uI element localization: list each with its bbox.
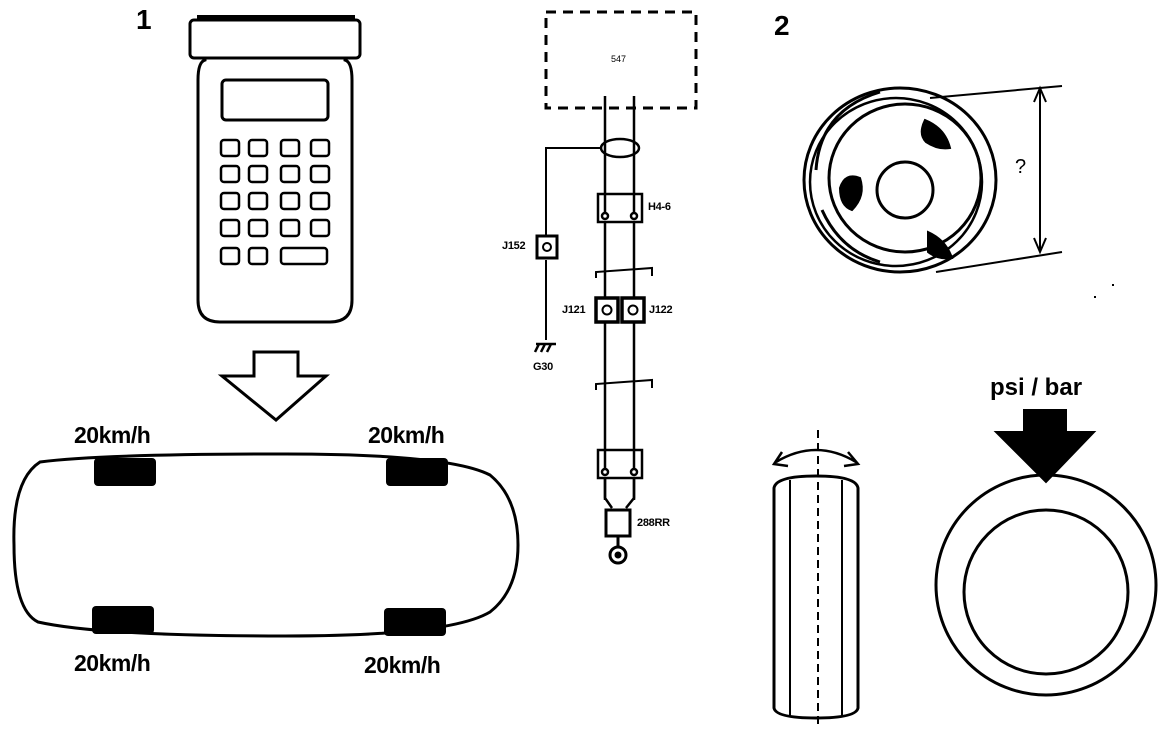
wheel-diameter-label: ? [1015,156,1027,178]
sensor-288rr-icon [604,508,632,565]
connector-j152-label: J152 [502,240,526,252]
wheel-rear-right [384,608,446,636]
down-arrow-icon [217,350,330,422]
wiring-diagram [533,10,698,565]
ecu-box [544,10,698,110]
ecu-label: 547 [611,54,627,64]
pressure-arrow-icon [993,409,1097,484]
connector-j152 [535,234,559,260]
ground-g30-icon [533,342,556,353]
wheel-rim-icon [802,85,1063,274]
connector-h46-label: H4-6 [648,201,671,213]
scan-noise [1094,284,1114,298]
wheel-front-right [386,458,448,486]
sensor-288rr-label: 288RR [637,517,670,529]
speed-front-left-label: 20km/h [74,422,151,448]
tyre-front-view-icon [934,473,1158,697]
connector-j121-label: J121 [562,304,586,316]
connector-j121 [594,296,620,324]
step-number-2: 2 [774,10,790,41]
ground-g30-label: G30 [533,361,553,373]
connector-j122-label: J122 [649,304,673,316]
speed-rear-left-label: 20km/h [74,650,151,676]
speed-front-right-label: 20km/h [368,422,445,448]
wheel-rear-left [92,606,154,634]
connector-lower [596,448,644,480]
car-top-view-icon [12,452,520,638]
connector-j122 [620,296,646,324]
connector-h46 [596,192,644,224]
diagnostic-tester-icon [188,15,362,324]
tyre-side-view-icon [771,430,861,724]
step-number-1: 1 [136,4,152,35]
wheel-front-left [94,458,156,486]
pressure-unit-label: psi / bar [990,374,1083,401]
speed-rear-right-label: 20km/h [364,652,441,678]
